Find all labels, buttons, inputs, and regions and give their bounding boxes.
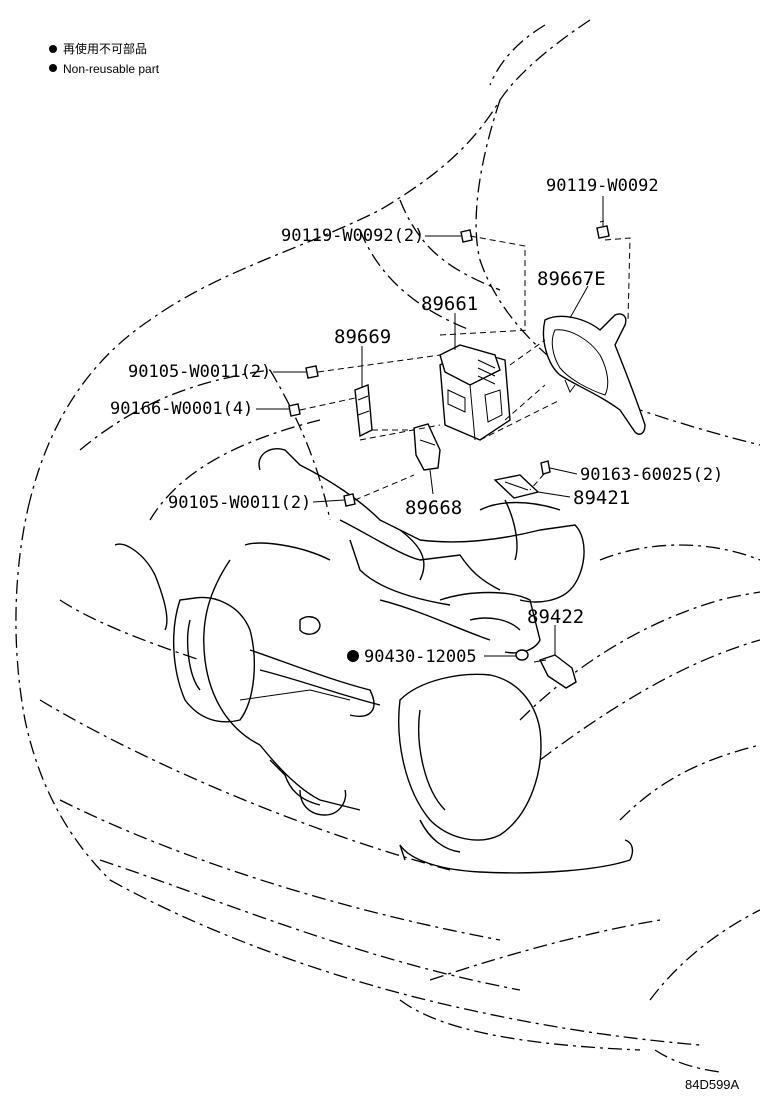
leader-lines	[256, 196, 604, 657]
legend-jp-label: 再使用不可部品	[63, 41, 147, 56]
fasteners	[288, 220, 610, 507]
diagram-code: 84D599A	[685, 1077, 740, 1092]
part-label-90166-w0001[interactable]: 90166-W0001(4)	[110, 399, 253, 419]
part-label-90430-12005[interactable]: 90430-12005	[364, 647, 477, 667]
part-label-89669[interactable]: 89669	[334, 326, 391, 348]
bracket-89668	[413, 423, 441, 471]
sensor-89421	[493, 474, 540, 499]
part-label-89661[interactable]: 89661	[421, 293, 478, 315]
part-label-89421[interactable]: 89421	[573, 487, 630, 509]
legend: 再使用不可部品 Non-reusable part	[49, 41, 160, 76]
part-label-90105-w0011-lower[interactable]: 90105-W0011(2)	[168, 493, 311, 513]
bracket-89669	[354, 384, 373, 438]
part-label-90119-w0092[interactable]: 90119-W0092	[546, 176, 659, 196]
bolt-90105-w0011-lower	[343, 493, 356, 507]
bracket-89667E	[542, 313, 646, 435]
part-label-89422[interactable]: 89422	[527, 606, 584, 628]
part-label-89668[interactable]: 89668	[405, 497, 462, 519]
non-reusable-bullet-icon	[49, 45, 57, 53]
non-reusable-marker-icon	[347, 650, 359, 662]
non-reusable-bullet-icon	[49, 64, 57, 72]
gasket-90430-12005	[515, 649, 529, 661]
part-label-89667e[interactable]: 89667E	[537, 268, 606, 290]
part-label-90105-w0011-upper[interactable]: 90105-W0011(2)	[128, 362, 271, 382]
part-label-90119-w0092-2[interactable]: 90119-W0092(2)	[281, 226, 424, 246]
bolt-90163-60025	[540, 460, 551, 475]
legend-en-label: Non-reusable part	[63, 62, 160, 76]
bolt-90119-w0092-single	[596, 220, 610, 239]
bolt-90105-w0011-upper	[305, 365, 319, 379]
bolt-90166-w0001	[288, 403, 301, 417]
part-labels: 90119-W0092 90119-W0092(2) 89667E 89661 …	[110, 176, 723, 667]
engine-assembly	[114, 448, 634, 874]
ecu-module-89661	[439, 344, 511, 441]
part-label-90163-60025[interactable]: 90163-60025(2)	[580, 465, 723, 485]
sensor-89422	[515, 649, 577, 689]
vehicle-body-outline	[15, 19, 760, 1073]
bolt-90119-w0092-double	[460, 229, 473, 243]
